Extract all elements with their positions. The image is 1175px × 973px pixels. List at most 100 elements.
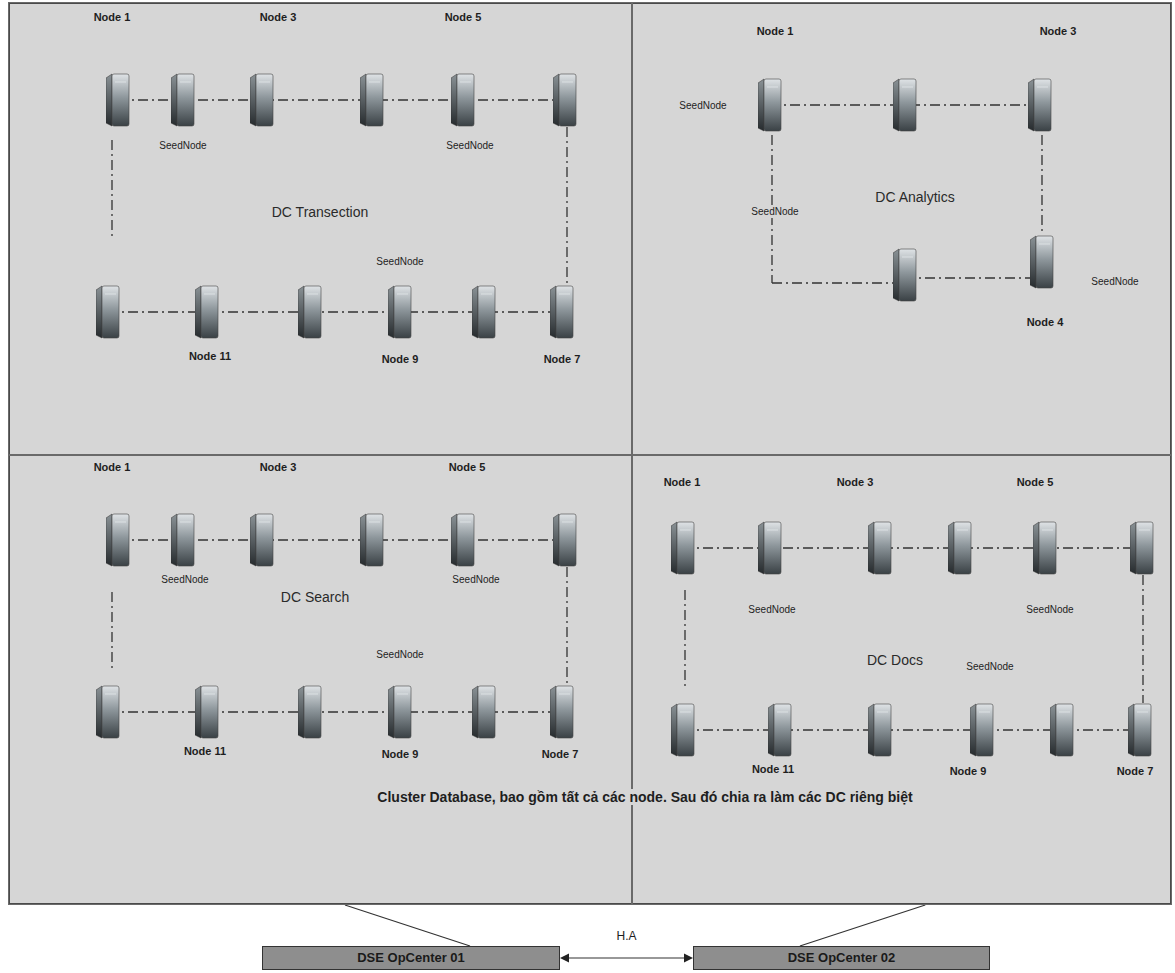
server-icon	[553, 514, 576, 566]
server-icon	[893, 249, 916, 301]
connector-line	[800, 905, 925, 946]
seed-node-label: SeedNode	[677, 100, 728, 112]
arrow-head	[560, 954, 569, 963]
seed-node-label: SeedNode	[1024, 604, 1075, 616]
server-icon	[671, 704, 694, 756]
datacenter-name: DC Transection	[270, 204, 370, 221]
datacenter-name: DC Analytics	[873, 189, 956, 206]
ring-link	[772, 282, 893, 283]
ring-link	[905, 277, 1040, 278]
server-icon	[360, 74, 383, 126]
server-icon	[868, 704, 891, 756]
seed-node-label: SeedNode	[746, 604, 797, 616]
server-icon	[298, 286, 321, 338]
server-icon	[195, 686, 218, 738]
server-icon	[472, 686, 495, 738]
seed-node-label: SeedNode	[749, 206, 800, 218]
datacenter-panel: DC Docs	[632, 455, 1172, 905]
server-icon	[768, 704, 791, 756]
datacenter-name: DC Docs	[865, 652, 925, 669]
ring-link	[566, 127, 567, 285]
server-icon	[360, 514, 383, 566]
ring-link	[684, 590, 685, 690]
server-icon	[970, 704, 993, 756]
server-icon	[550, 686, 573, 738]
connector	[560, 954, 693, 963]
datacenter-panel: DC Transection	[8, 2, 632, 455]
server-icon	[451, 74, 474, 126]
node-name: Node 5	[443, 11, 484, 24]
node-name: Node 5	[447, 461, 488, 474]
seed-node-label: SeedNode	[374, 649, 425, 661]
box-title: DSE OpCenter 02	[788, 950, 896, 966]
server-icon	[388, 286, 411, 338]
datacenter-name: DC Search	[279, 589, 351, 606]
node-name: Node 9	[380, 353, 421, 366]
arrow-head	[684, 954, 693, 963]
node-name: Node 1	[662, 476, 703, 489]
box-title: DSE OpCenter 01	[357, 950, 465, 966]
server-icon	[472, 286, 495, 338]
server-icon	[195, 286, 218, 338]
server-icon	[106, 514, 129, 566]
node-name: Node 3	[258, 461, 299, 474]
server-icon	[868, 522, 891, 574]
connector-line	[345, 905, 470, 946]
server-icon	[451, 514, 474, 566]
server-icon	[758, 79, 781, 131]
server-icon	[1128, 704, 1151, 756]
server-icon	[298, 686, 321, 738]
seed-node-label: SeedNode	[1089, 276, 1140, 288]
ring-link	[566, 567, 567, 685]
server-icon	[550, 286, 573, 338]
ring-link	[683, 547, 1142, 548]
datacenter-panel: DC Analytics	[632, 2, 1172, 455]
ring-link	[111, 140, 112, 240]
node-name: Node 1	[92, 461, 133, 474]
server-icon	[1050, 704, 1073, 756]
server-icon	[893, 79, 916, 131]
cluster-panel: Cluster Database, bao gồm tất cả các nod…	[8, 2, 1172, 905]
node-name: Node 9	[380, 748, 421, 761]
server-icon	[1033, 522, 1056, 574]
seed-node-label: SeedNode	[450, 574, 501, 586]
node-name: Node 3	[258, 11, 299, 24]
ring-link	[1142, 575, 1143, 703]
node-name: Node 1	[755, 25, 796, 38]
panel-fill	[632, 455, 1172, 905]
connector-line	[568, 957, 685, 958]
server-icon	[171, 514, 194, 566]
ring-link	[111, 592, 112, 670]
server-icon	[106, 74, 129, 126]
seed-node-label: SeedNode	[444, 140, 495, 152]
server-icon	[1028, 79, 1051, 131]
server-icon	[1130, 522, 1153, 574]
seed-node-label: SeedNode	[964, 661, 1015, 673]
server-icon	[1030, 236, 1053, 288]
seed-node-label: SeedNode	[157, 140, 208, 152]
server-icon	[171, 74, 194, 126]
node-name: Node 5	[1015, 476, 1056, 489]
node-name: Node 7	[542, 353, 583, 366]
cluster-caption: Cluster Database, bao gồm tất cả các nod…	[374, 789, 915, 806]
server-icon	[388, 686, 411, 738]
opcenter-box: DSE OpCenter 01	[262, 946, 560, 970]
panel-fill	[8, 455, 632, 905]
panel-fill	[8, 2, 632, 455]
node-name: Node 11	[187, 350, 233, 363]
server-icon	[758, 522, 781, 574]
server-icon	[250, 74, 273, 126]
node-name: Node 3	[1038, 25, 1079, 38]
node-name: Node 7	[1115, 765, 1156, 778]
seed-node-label: SeedNode	[159, 574, 210, 586]
server-icon	[553, 74, 576, 126]
ring-link	[1041, 135, 1042, 235]
node-name: Node 11	[750, 763, 796, 776]
panel-fill	[632, 2, 1172, 455]
node-name: Node 7	[540, 748, 581, 761]
datacenter-panel: DC Search	[8, 455, 632, 905]
opcenter-box: DSE OpCenter 02	[693, 946, 990, 970]
node-name: Node 11	[182, 745, 228, 758]
node-name: Node 4	[1025, 316, 1066, 329]
server-icon	[96, 686, 119, 738]
